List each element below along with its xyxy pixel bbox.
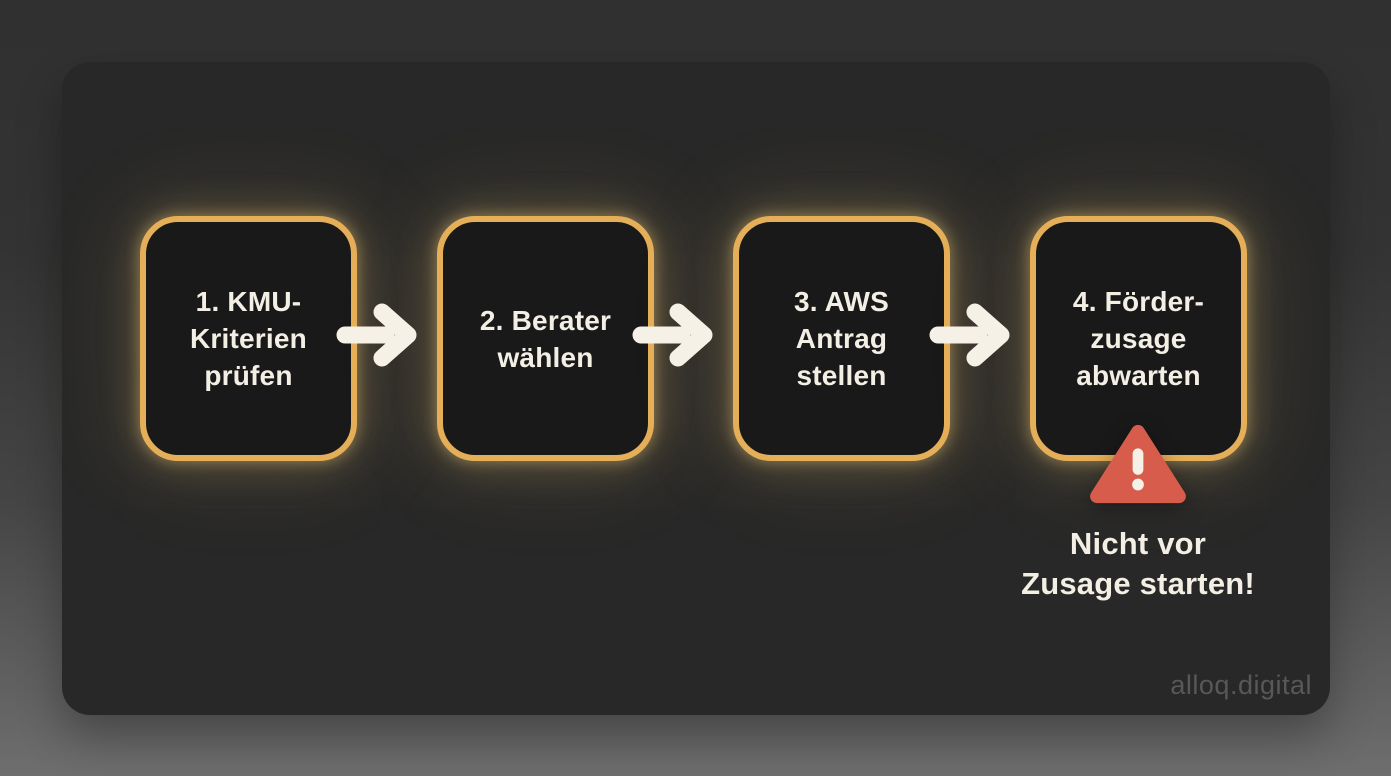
process-card: 1. KMU- Kriterien prüfen 2. Berater wähl… [62,62,1330,715]
arrow-right-icon [632,302,724,368]
step-box-4: 4. Förder- zusage abwarten [1030,216,1247,461]
watermark: alloq.digital [1170,670,1312,700]
step-box-3: 3. AWS Antrag stellen [733,216,950,461]
warning-text: Nicht vor Zusage starten! [1021,526,1255,601]
step-label-3: 3. AWS Antrag stellen [793,286,890,391]
step-box-2: 2. Berater wählen [437,216,654,461]
step-label-1: 1. KMU- Kriterien prüfen [190,286,307,391]
arrow-right-icon [929,302,1021,368]
step-box-1: 1. KMU- Kriterien prüfen [140,216,357,461]
step-label-2: 2. Berater wählen [479,304,612,373]
warning-triangle-icon [1089,422,1187,508]
arrow-right-icon [336,302,428,368]
step-label-4: 4. Förder- zusage abwarten [1072,286,1205,391]
